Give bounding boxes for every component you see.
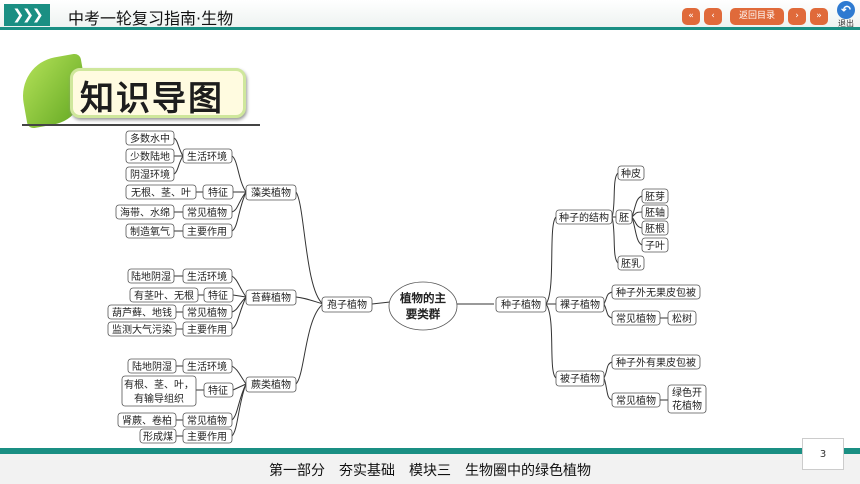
next-section-button[interactable]: » <box>810 8 828 25</box>
node-moss <box>245 289 297 306</box>
svg-text:种子外有果皮包被: 种子外有果皮包被 <box>616 356 696 369</box>
node-gymnosperm <box>555 296 605 313</box>
top-bar: ❯❯❯ 中考一轮复习指南·生物 « ‹ 返回目录 › » ↶ 退出 <box>0 0 860 30</box>
svg-text:常见植物: 常见植物 <box>187 206 227 219</box>
svg-text:主要作用: 主要作用 <box>187 226 227 238</box>
svg-text:海带、水绵: 海带、水绵 <box>120 206 170 219</box>
svg-text:胚乳: 胚乳 <box>621 257 641 270</box>
svg-text:松树: 松树 <box>672 312 692 325</box>
svg-text:花植物: 花植物 <box>672 399 702 412</box>
svg-text:主要作用: 主要作用 <box>187 431 227 443</box>
svg-text:常见植物: 常见植物 <box>616 394 656 407</box>
fern-label: 蕨类植物 <box>251 378 291 391</box>
back-to-contents-button[interactable]: 返回目录 <box>730 8 784 25</box>
svg-text:常见植物: 常见植物 <box>187 306 227 319</box>
spore-plant-label: 孢子植物 <box>327 298 367 311</box>
svg-text:无根、茎、叶: 无根、茎、叶 <box>131 186 191 199</box>
svg-text:裸子植物: 裸子植物 <box>560 298 600 311</box>
next-page-button[interactable]: › <box>788 8 806 25</box>
title-underline <box>22 124 260 126</box>
svg-text:子叶: 子叶 <box>645 240 665 252</box>
svg-text:少数陆地: 少数陆地 <box>130 150 170 163</box>
double-left-icon: « <box>688 11 694 21</box>
svg-text:多数水中: 多数水中 <box>130 132 170 145</box>
svg-text:常见植物: 常见植物 <box>616 312 656 325</box>
node-algae <box>245 184 297 201</box>
svg-text:生活环境: 生活环境 <box>187 150 227 163</box>
svg-text:制造氧气: 制造氧气 <box>130 225 170 238</box>
svg-text:肾蕨、卷柏: 肾蕨、卷柏 <box>122 414 172 427</box>
prev-page-button[interactable]: ‹ <box>704 8 722 25</box>
svg-text:有输导组织: 有输导组织 <box>134 392 184 405</box>
center-label-2: 要类群 <box>406 307 441 321</box>
node-fern <box>245 376 297 393</box>
node-spore-plant <box>321 296 373 313</box>
svg-text:种皮: 种皮 <box>621 167 641 180</box>
svg-text:形成煤: 形成煤 <box>143 430 173 443</box>
svg-text:绿色开: 绿色开 <box>672 386 702 399</box>
svg-text:生活环境: 生活环境 <box>187 360 227 373</box>
node-seed-plant <box>495 296 547 313</box>
svg-text:有根、茎、叶，: 有根、茎、叶， <box>124 378 194 391</box>
left-icon: ‹ <box>711 11 715 21</box>
section-title: 知识导图 <box>80 79 224 119</box>
svg-text:胚: 胚 <box>619 212 629 224</box>
svg-text:被子植物: 被子植物 <box>560 372 600 385</box>
svg-text:胚轴: 胚轴 <box>645 206 665 219</box>
footer-text: 第一部分 夯实基础 模块三 生物圈中的绿色植物 <box>269 463 591 479</box>
svg-text:特征: 特征 <box>208 187 228 199</box>
node-angiosperm <box>555 370 605 387</box>
svg-text:有茎叶、无根: 有茎叶、无根 <box>134 289 194 302</box>
footer: 第一部分 夯实基础 模块三 生物圈中的绿色植物 <box>0 454 860 484</box>
svg-text:主要作用: 主要作用 <box>187 324 227 336</box>
node-seed-structure <box>555 209 613 225</box>
moss-label: 苔藓植物 <box>251 291 291 304</box>
footer-divider <box>0 448 860 454</box>
svg-text:胚根: 胚根 <box>645 222 665 235</box>
svg-text:种子的结构: 种子的结构 <box>559 211 609 224</box>
center-node <box>388 281 458 331</box>
seed-plant-label: 种子植物 <box>501 298 541 311</box>
section-title-badge: 知识导图 <box>16 52 252 130</box>
exit-button[interactable]: ↶ 退出 <box>834 1 858 29</box>
prev-section-button[interactable]: « <box>682 8 700 25</box>
chevron-icon: ❯❯❯ <box>4 4 50 26</box>
double-right-icon: » <box>816 11 822 21</box>
svg-text:陆地阴湿: 陆地阴湿 <box>132 360 172 373</box>
svg-text:监测大气污染: 监测大气污染 <box>112 323 172 336</box>
svg-text:常见植物: 常见植物 <box>187 414 227 427</box>
svg-text:生活环境: 生活环境 <box>187 270 227 283</box>
title-box <box>70 68 246 118</box>
svg-text:阴湿环境: 阴湿环境 <box>130 168 170 181</box>
right-icon: › <box>795 11 799 21</box>
svg-text:特征: 特征 <box>208 385 228 397</box>
svg-text:葫芦藓、地钱: 葫芦藓、地钱 <box>112 306 172 319</box>
exit-icon: ↶ <box>837 1 855 19</box>
svg-text:特征: 特征 <box>208 290 228 302</box>
center-label-1: 植物的主 <box>399 291 446 305</box>
svg-text:胚芽: 胚芽 <box>645 190 665 203</box>
algae-label: 藻类植物 <box>251 186 291 199</box>
svg-text:种子外无果皮包被: 种子外无果皮包被 <box>616 286 696 299</box>
page-number: 3 <box>802 438 844 470</box>
exit-label: 退出 <box>838 19 854 28</box>
course-title: 中考一轮复习指南·生物 <box>68 9 234 28</box>
svg-text:陆地阴湿: 陆地阴湿 <box>131 270 171 283</box>
